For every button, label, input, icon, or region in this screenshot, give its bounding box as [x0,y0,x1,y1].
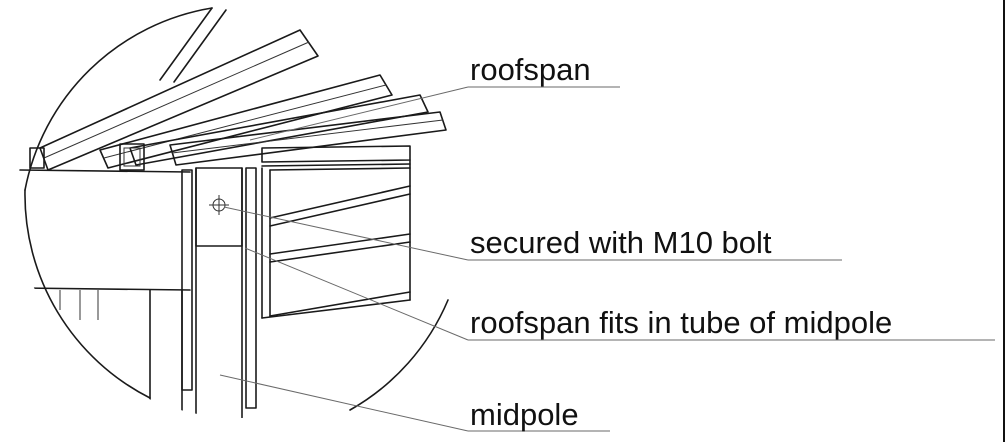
roof-panel [261,145,411,167]
label-roofspan-fits: roofspan fits in tube of midpole [470,305,892,340]
label-secured-bolt: secured with M10 bolt [470,225,772,260]
diagonal-brace [159,7,227,83]
roof-beams [29,29,447,171]
label-roofspan: roofspan [470,52,591,87]
detail-circle [24,7,449,411]
leader-lines [219,86,995,432]
bolt-symbol [209,195,229,215]
label-midpole: midpole [470,397,579,432]
midpole-body [149,167,257,418]
left-beam [19,169,191,320]
side-panels [261,159,411,319]
